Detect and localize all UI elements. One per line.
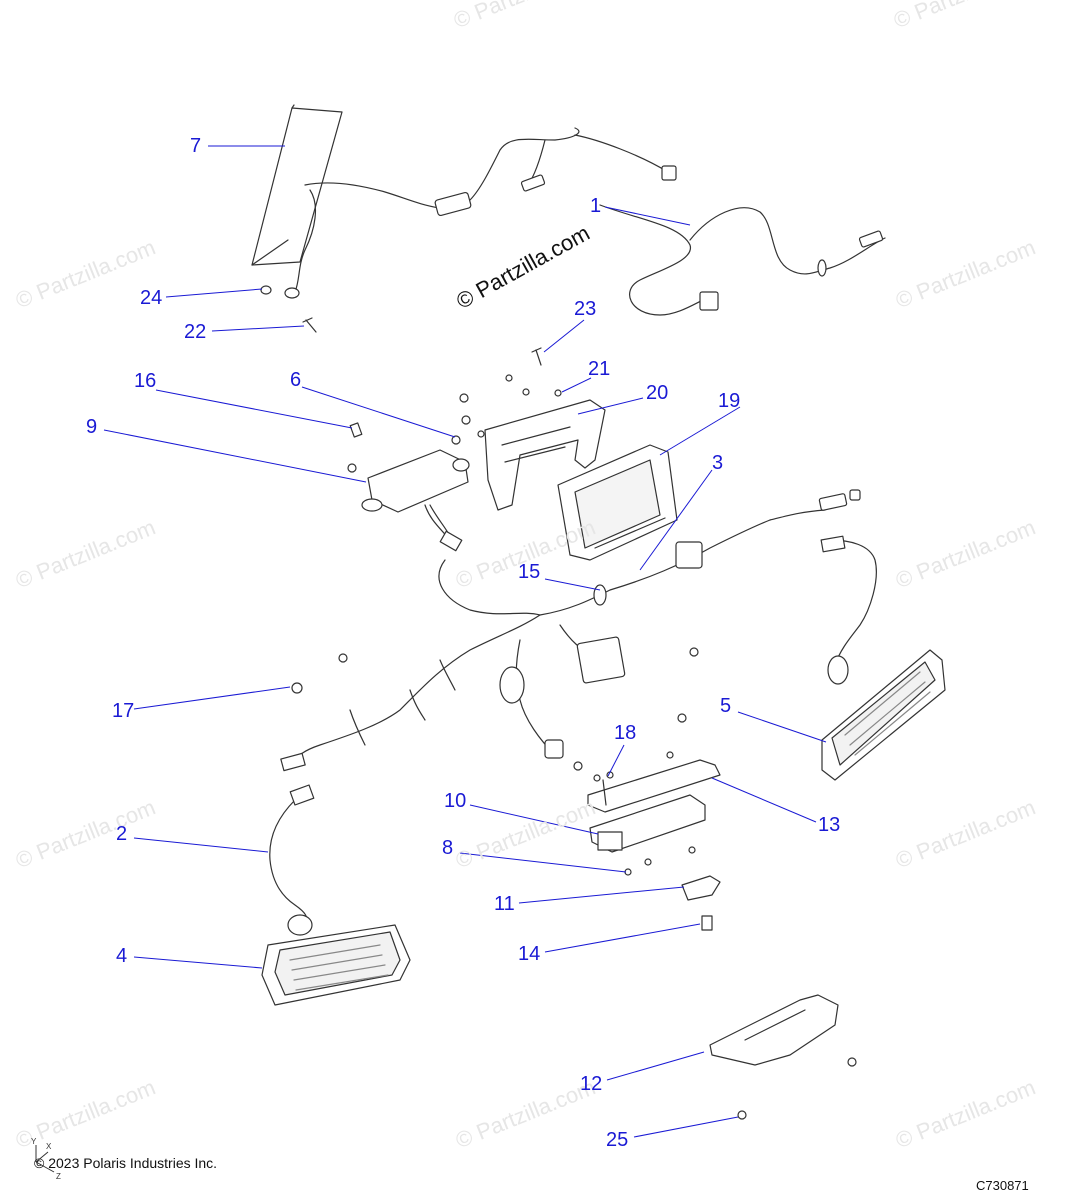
part-4-speaker: [261, 914, 411, 1006]
part-23-screw: [531, 347, 542, 366]
callout-20[interactable]: 20: [646, 382, 669, 404]
part-24-clip: [260, 285, 300, 299]
callout-2[interactable]: 2: [116, 823, 128, 845]
callout-9[interactable]: 9: [86, 416, 98, 438]
callout-6[interactable]: 6: [290, 369, 302, 391]
part-14-connector: [701, 915, 713, 931]
callout-18[interactable]: 18: [614, 722, 637, 744]
footer-copyright: © 2023 Polaris Industries Inc.: [34, 1155, 218, 1171]
screws-lower: [573, 647, 699, 876]
callout-21[interactable]: 21: [588, 358, 611, 380]
axis-z-label: Z: [56, 1172, 61, 1181]
callout-16[interactable]: 16: [134, 370, 157, 392]
callout-24[interactable]: 24: [140, 287, 163, 309]
screws-group: [347, 374, 562, 473]
part-16-connector: [349, 422, 363, 438]
part-1-harness: [294, 127, 886, 316]
part-2-cable: [269, 784, 315, 926]
callout-12[interactable]: 12: [580, 1073, 603, 1095]
part-3-main-harness: [280, 489, 861, 772]
callout-25[interactable]: 25: [606, 1129, 629, 1151]
callout-22[interactable]: 22: [184, 321, 207, 343]
callout-19[interactable]: 19: [718, 390, 741, 412]
diagram-code: C730871: [976, 1178, 1029, 1193]
callout-1[interactable]: 1: [590, 195, 602, 217]
part-19-display: [557, 444, 678, 561]
callout-7[interactable]: 7: [190, 135, 202, 157]
callout-13[interactable]: 13: [818, 814, 841, 836]
part-13-bracket: [587, 759, 721, 813]
part-5-speaker: [820, 535, 946, 781]
callout-3[interactable]: 3: [712, 452, 724, 474]
part-9-module: [361, 449, 470, 552]
part-17-screw: [291, 653, 348, 694]
callout-5[interactable]: 5: [720, 695, 732, 717]
part-25-screw: [737, 1110, 747, 1120]
part-22-pin: [302, 317, 317, 333]
callout-10[interactable]: 10: [444, 790, 467, 812]
callout-17[interactable]: 17: [112, 700, 135, 722]
part-11-sensor: [681, 875, 721, 901]
callout-15[interactable]: 15: [518, 561, 541, 583]
callout-4[interactable]: 4: [116, 945, 128, 967]
callout-11[interactable]: 11: [494, 893, 515, 915]
part-12-bracket: [709, 994, 857, 1067]
callout-8[interactable]: 8: [442, 837, 454, 859]
callout-23[interactable]: 23: [574, 298, 597, 320]
axis-x-label: X: [46, 1142, 52, 1151]
axis-y-label: Y: [31, 1137, 37, 1146]
axis-triad: [35, 1145, 55, 1173]
part-10-module: [589, 794, 706, 853]
part-7-panel: [251, 104, 343, 266]
callout-14[interactable]: 14: [518, 943, 541, 965]
leader-lines: [103, 145, 827, 1138]
